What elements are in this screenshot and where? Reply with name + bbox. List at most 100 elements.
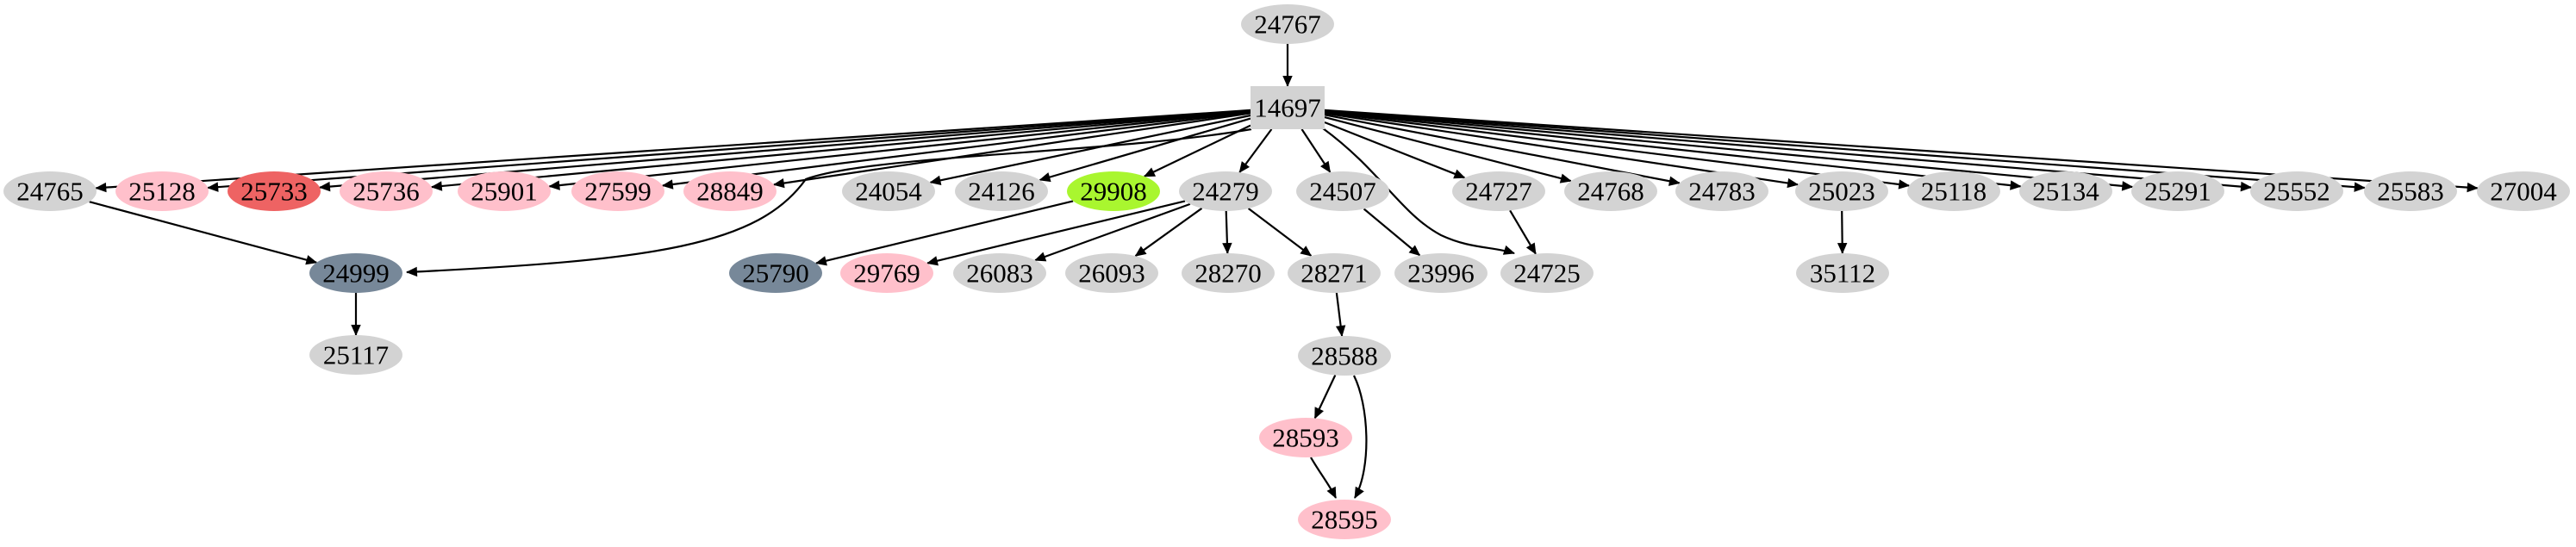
graph-node-23996: 23996 xyxy=(1394,253,1488,293)
node-shape-ellipse xyxy=(2477,171,2570,211)
node-shape-ellipse xyxy=(340,171,433,211)
edge-28593-28595 xyxy=(1310,457,1337,499)
graph-node-26093: 26093 xyxy=(1065,253,1158,293)
node-shape-ellipse xyxy=(1452,171,1545,211)
node-shape-ellipse xyxy=(1241,4,1334,44)
graph-node-24999: 24999 xyxy=(309,253,402,293)
node-label: 24767 xyxy=(1254,9,1321,40)
node-label: 25134 xyxy=(2032,177,2099,207)
edge-24279-28270 xyxy=(1222,210,1232,255)
graph-node-28271: 28271 xyxy=(1288,253,1381,293)
edge-14697-24783 xyxy=(1324,114,1681,186)
graph-node-25118: 25118 xyxy=(1907,171,2000,211)
node-shape-ellipse xyxy=(729,253,822,293)
edge-14697-25733 xyxy=(318,109,1251,192)
graph-node-25736: 25736 xyxy=(340,171,433,211)
edge-14697-29908 xyxy=(1143,124,1251,177)
graph-node-27004: 27004 xyxy=(2477,171,2570,211)
graph-node-35112: 35112 xyxy=(1796,253,1889,293)
graph-node-24768: 24768 xyxy=(1564,171,1657,211)
node-label: 25117 xyxy=(323,340,389,370)
edge-24507-23996 xyxy=(1363,208,1421,257)
graph-node-25583: 25583 xyxy=(2364,171,2457,211)
graph-node-24126: 24126 xyxy=(955,171,1048,211)
graph-node-25128: 25128 xyxy=(115,171,209,211)
node-shape-ellipse xyxy=(1907,171,2000,211)
node-label: 23996 xyxy=(1407,258,1475,289)
node-shape-ellipse xyxy=(2250,171,2343,211)
edge-14697-24279 xyxy=(1238,128,1273,173)
node-shape-ellipse xyxy=(309,335,402,375)
node-shape-ellipse xyxy=(1065,253,1158,293)
node-label: 24725 xyxy=(1513,258,1581,289)
edge-29908-25790 xyxy=(814,200,1074,266)
node-shape-ellipse xyxy=(1296,171,1389,211)
node-shape-ellipse xyxy=(955,171,1048,211)
node-shape-ellipse xyxy=(842,171,935,211)
edge-25023-35112 xyxy=(1837,210,1848,255)
node-shape-ellipse xyxy=(1298,500,1391,539)
node-shape-ellipse xyxy=(1795,171,1888,211)
node-label: 24126 xyxy=(968,177,1035,207)
node-shape-ellipse xyxy=(1288,253,1381,293)
node-shape-ellipse xyxy=(953,253,1046,293)
node-shape-ellipse xyxy=(1298,336,1391,376)
node-label: 27599 xyxy=(584,177,652,207)
node-label: 28588 xyxy=(1311,341,1378,371)
edge-14697-24507 xyxy=(1300,128,1332,173)
graph-node-24727: 24727 xyxy=(1452,171,1545,211)
node-label: 25128 xyxy=(128,177,196,207)
node-label: 25291 xyxy=(2144,177,2211,207)
graph-node-25552: 25552 xyxy=(2250,171,2343,211)
edge-14697-25552 xyxy=(1324,109,2253,192)
graph-node-24507: 24507 xyxy=(1296,171,1389,211)
edge-14697-24725 xyxy=(1322,127,1515,255)
node-label: 25118 xyxy=(1921,177,1987,207)
graph-node-14697: 14697 xyxy=(1251,86,1325,129)
graph-node-29908: 29908 xyxy=(1067,171,1160,211)
node-label: 25901 xyxy=(471,177,538,207)
node-label: 28271 xyxy=(1300,258,1368,289)
node-label: 26093 xyxy=(1078,258,1145,289)
node-label: 25790 xyxy=(742,258,809,289)
node-shape-ellipse xyxy=(1796,253,1889,293)
node-label: 24054 xyxy=(855,177,922,207)
graph-node-26083: 26083 xyxy=(953,253,1046,293)
edge-14697-25901 xyxy=(548,110,1251,190)
node-label: 24279 xyxy=(1192,177,1259,207)
edge-14697-24054 xyxy=(929,114,1251,185)
edge-14697-25736 xyxy=(430,109,1251,191)
node-shape-ellipse xyxy=(840,253,933,293)
node-label: 27004 xyxy=(2490,177,2557,207)
edge-14697-28849 xyxy=(772,112,1251,189)
node-label: 14697 xyxy=(1254,93,1321,123)
node-shape-ellipse xyxy=(115,171,209,211)
node-label: 28849 xyxy=(696,177,764,207)
node-label: 24727 xyxy=(1465,177,1532,207)
graph-node-25291: 25291 xyxy=(2131,171,2224,211)
edge-14697-24727 xyxy=(1324,121,1466,179)
node-shape-ellipse xyxy=(1259,418,1352,457)
node-shape-ellipse xyxy=(1564,171,1657,211)
graph-node-28270: 28270 xyxy=(1182,253,1275,293)
edge-28271-28588 xyxy=(1335,292,1346,338)
graph-node-24054: 24054 xyxy=(842,171,935,211)
node-shape-ellipse xyxy=(309,253,402,293)
node-label: 28595 xyxy=(1311,505,1378,535)
node-label: 26083 xyxy=(966,258,1033,289)
node-label: 28270 xyxy=(1194,258,1262,289)
node-shape-ellipse xyxy=(458,171,551,211)
edge-14697-27599 xyxy=(661,111,1251,190)
node-shape-ellipse xyxy=(1182,253,1275,293)
node-shape-box xyxy=(1251,86,1325,129)
graph-node-29769: 29769 xyxy=(840,253,933,293)
graph-node-28595: 28595 xyxy=(1298,500,1391,539)
node-label: 24999 xyxy=(322,258,390,289)
edge-24279-29769 xyxy=(926,200,1186,266)
node-label: 24783 xyxy=(1688,177,1756,207)
graph-node-24279: 24279 xyxy=(1179,171,1272,211)
graph-node-24783: 24783 xyxy=(1675,171,1768,211)
edge-14697-25118 xyxy=(1324,111,1911,190)
